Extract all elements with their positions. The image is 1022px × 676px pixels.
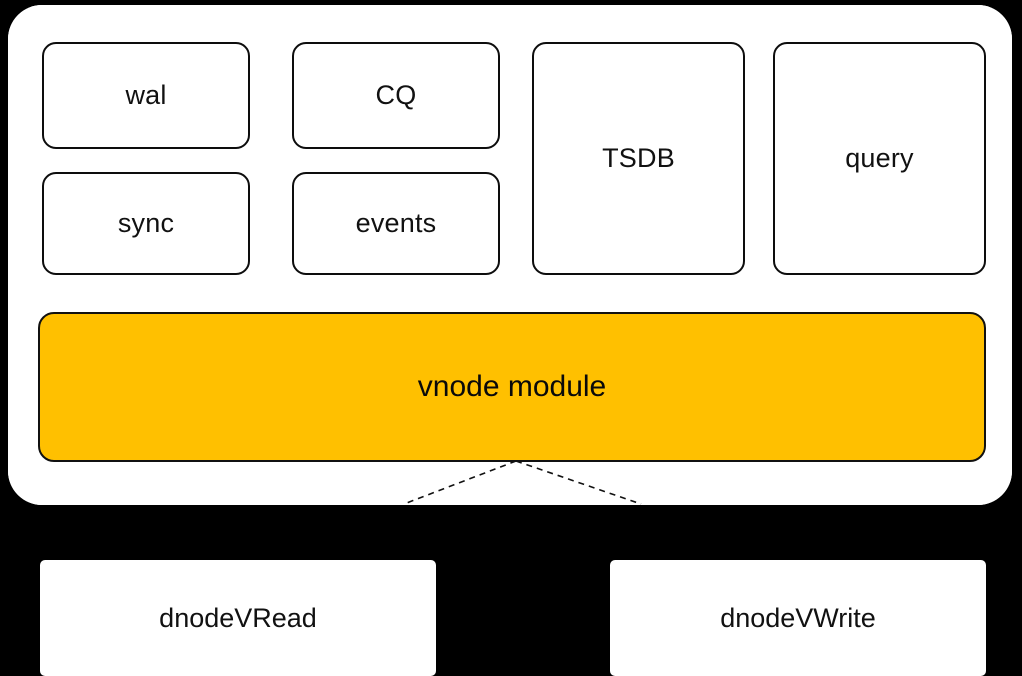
vnode-module-label: vnode module (417, 370, 607, 403)
module-label-events: events (355, 208, 437, 238)
module-label-sync: sync (117, 208, 175, 238)
dnode-label-dnodevwrite: dnodeVWrite (720, 602, 876, 633)
module-box-cq[interactable]: CQ (292, 42, 500, 149)
module-box-sync[interactable]: sync (42, 172, 250, 275)
module-box-events[interactable]: events (292, 172, 500, 275)
dnode-label-dnodevread: dnodeVRead (159, 602, 317, 633)
module-label-query: query (845, 143, 914, 173)
dnode-box-dnodevread[interactable]: dnodeVRead (40, 560, 436, 676)
module-box-tsdb[interactable]: TSDB (532, 42, 745, 275)
module-label-wal: wal (125, 80, 167, 110)
vnode-container: wal CQ TSDB query sync events vnode modu… (8, 5, 1012, 505)
dnode-box-dnodevwrite[interactable]: dnodeVWrite (610, 560, 986, 676)
module-label-tsdb: TSDB (602, 143, 675, 173)
module-label-cq: CQ (375, 80, 417, 110)
module-box-wal[interactable]: wal (42, 42, 250, 149)
vnode-module-bar[interactable]: vnode module (38, 312, 986, 462)
module-box-query[interactable]: query (773, 42, 986, 275)
